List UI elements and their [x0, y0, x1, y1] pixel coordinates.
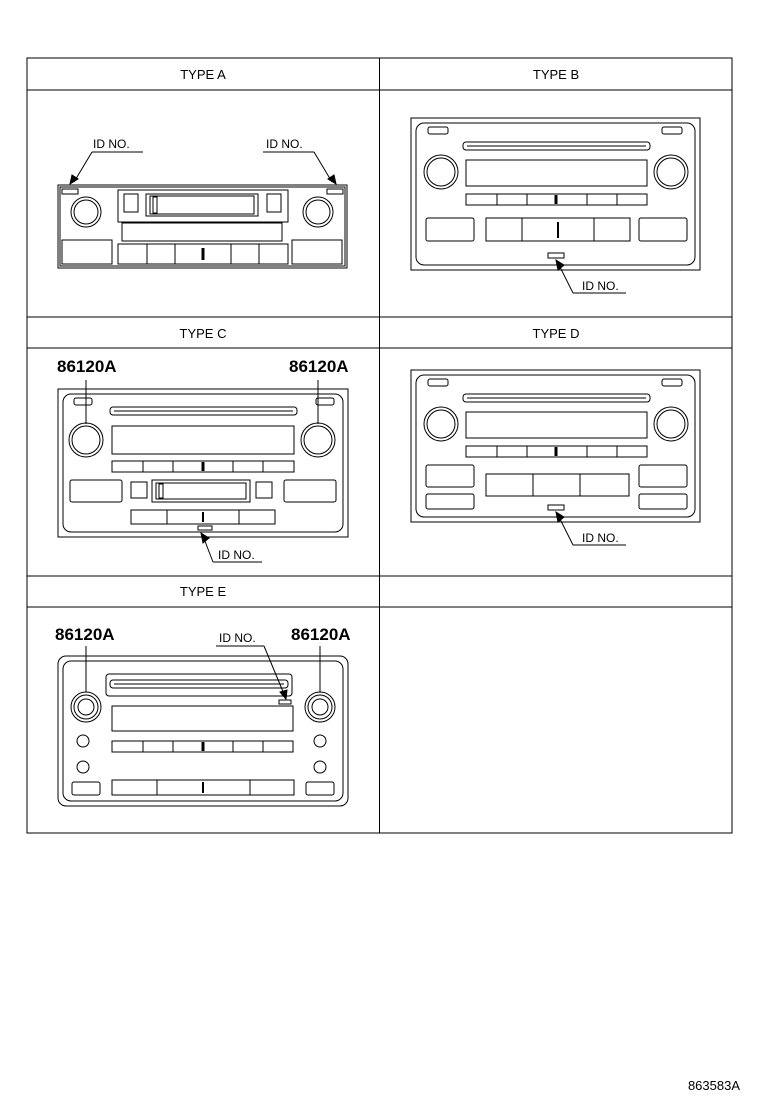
type-e-part-label-right: 86120A [291, 625, 351, 644]
type-a-id-label-right: ID NO. [266, 137, 303, 151]
type-d-radio [410, 369, 701, 523]
type-c-part-label-left: 86120A [57, 357, 117, 376]
type-e-part-label-left: 86120A [55, 625, 115, 644]
type-e-header: TYPE E [180, 584, 227, 599]
type-a-header: TYPE A [180, 67, 226, 82]
type-c-radio [57, 380, 349, 538]
type-e-radio [57, 646, 349, 807]
type-a-radio [57, 184, 348, 269]
type-c-id-callout [200, 531, 262, 563]
type-c-part-label-right: 86120A [289, 357, 349, 376]
type-d-id-label: ID NO. [582, 531, 619, 545]
type-d-id-callout [555, 510, 626, 546]
type-a-id-callouts [69, 151, 337, 186]
type-b-id-label: ID NO. [582, 279, 619, 293]
type-e-id-label: ID NO. [219, 631, 256, 645]
type-c-id-label: ID NO. [218, 548, 255, 562]
table-grid [26, 57, 733, 834]
type-e-id-callout [216, 645, 288, 701]
type-a-id-label-left: ID NO. [93, 137, 130, 151]
type-b-id-callout [555, 258, 626, 294]
type-d-header: TYPE D [533, 326, 580, 341]
type-b-header: TYPE B [533, 67, 579, 82]
diagram-reference-number: 863583A [687, 1078, 740, 1093]
type-c-header: TYPE C [180, 326, 227, 341]
type-b-radio [410, 117, 701, 271]
